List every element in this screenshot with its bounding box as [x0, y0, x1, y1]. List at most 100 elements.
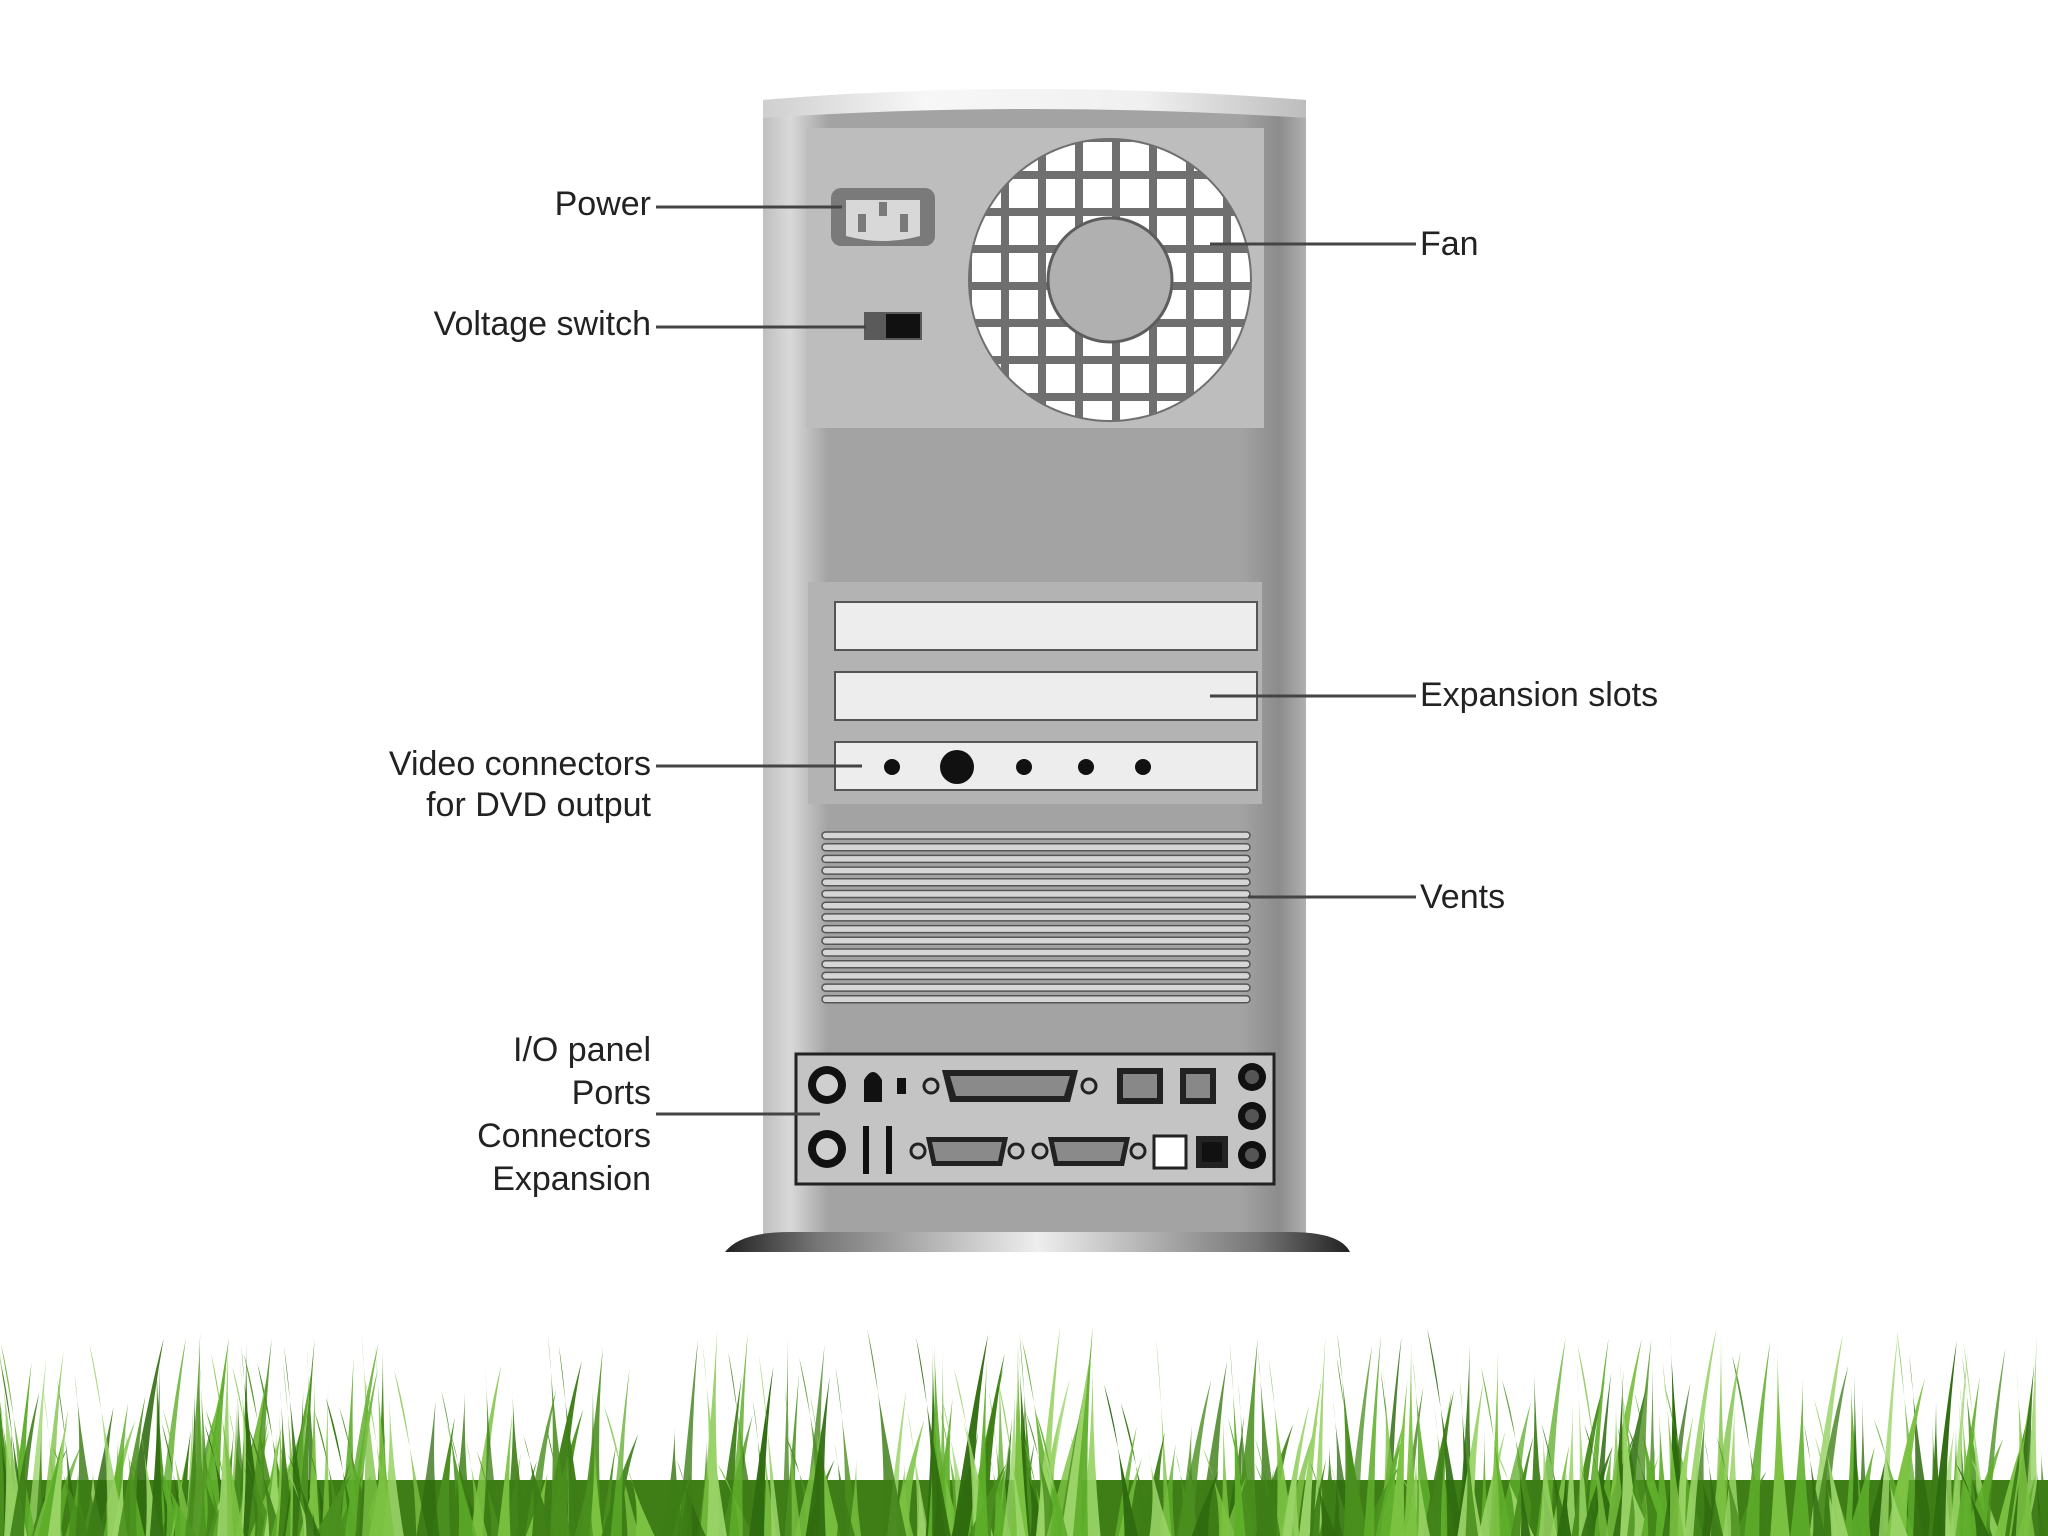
grass-blade [1803, 1424, 1826, 1536]
grass-blade [729, 1332, 748, 1536]
grass-blade [1770, 1343, 1790, 1536]
vent-slat [821, 901, 1251, 910]
fan-grille-cell [1194, 253, 1223, 282]
grass-blade [1814, 1399, 1849, 1536]
label-vents: Vents [1420, 878, 1506, 916]
grass-blade [1298, 1377, 1322, 1536]
grass-blade [1580, 1466, 1602, 1536]
grass-blade [784, 1388, 802, 1536]
grass-blade [310, 1453, 334, 1536]
grass-blade [157, 1337, 187, 1536]
grass-blade [1495, 1450, 1535, 1536]
grass-blade [26, 1358, 47, 1536]
label-voltage-switch: Voltage switch [433, 305, 651, 343]
grass-blade [0, 1353, 28, 1536]
grass-blade [545, 1423, 573, 1536]
grass-blade [1186, 1465, 1213, 1536]
vent-slat [821, 866, 1251, 875]
grass-blade [1716, 1436, 1745, 1536]
vent-slat [821, 854, 1251, 864]
grass-blade [1577, 1344, 1609, 1536]
fan-grille-cell [1120, 142, 1149, 171]
grass-blade [476, 1451, 502, 1536]
vent-slat [821, 924, 1251, 934]
grass-blade [1228, 1418, 1255, 1536]
grass-blade [523, 1435, 556, 1536]
label-power: Power [554, 185, 651, 223]
grass-blade [287, 1453, 321, 1536]
fan-grille-cell [1194, 216, 1223, 245]
grass-blade [558, 1345, 585, 1536]
grass-blade [1662, 1360, 1684, 1536]
grass-blade [1175, 1453, 1198, 1536]
grass-blade [1662, 1382, 1691, 1536]
grass-blade [314, 1410, 347, 1536]
grass-blade [344, 1343, 379, 1536]
grass-blade [1896, 1330, 1923, 1536]
grass-blade [1480, 1366, 1512, 1536]
grass-blade [1403, 1336, 1418, 1536]
grass-blade [10, 1391, 40, 1536]
grass-blade [952, 1334, 989, 1536]
grass-blade [1684, 1328, 1717, 1536]
fan-grille-cell [1083, 364, 1112, 393]
fan-grille-cell [1120, 179, 1149, 208]
grass-blade [0, 1359, 29, 1536]
grass-blade [157, 1464, 197, 1536]
fan-grille-icon [968, 138, 1252, 422]
grass-blade [470, 1365, 502, 1536]
grass-blade [1516, 1453, 1531, 1536]
grass-blade [953, 1368, 994, 1536]
video-connector-card [834, 741, 1258, 791]
grass-blade [915, 1336, 951, 1536]
grass-blade [1414, 1444, 1430, 1536]
grass-blade [1310, 1462, 1337, 1536]
grass-blade [1389, 1379, 1408, 1536]
fan-grille-cell [1009, 327, 1038, 356]
grass-blade [450, 1391, 474, 1536]
expansion-slot-1 [834, 601, 1258, 651]
grass-blade [1147, 1448, 1171, 1536]
vent-slat [821, 878, 1251, 887]
fan-grille-cell [1009, 253, 1038, 282]
grass-blade [1060, 1354, 1091, 1536]
grass-blade [702, 1343, 727, 1536]
grass-blade [834, 1443, 856, 1536]
label-io-line3: Connectors [477, 1117, 651, 1155]
grass-blade [1332, 1399, 1356, 1536]
vent-slat [821, 983, 1251, 992]
grass-blade [282, 1360, 302, 1536]
grass-blade [364, 1378, 395, 1536]
grass-blade [1538, 1424, 1558, 1536]
fan-grille-cell [1046, 364, 1075, 393]
grass-blade [1019, 1332, 1037, 1536]
vent-slat [821, 959, 1251, 969]
grass-blade [1197, 1361, 1228, 1536]
grass-blade [321, 1385, 331, 1536]
fan-grille-cell [1009, 216, 1038, 245]
grass-blade [717, 1463, 754, 1536]
label-io-panel: I/O panel Ports Connectors Expansion [477, 1029, 651, 1201]
grass-blade [243, 1353, 283, 1536]
label-expansion-slots: Expansion slots [1420, 676, 1659, 714]
label-video-connectors: Video connectors for DVD output [389, 744, 651, 826]
grass-blade [1541, 1423, 1571, 1536]
label-fan: Fan [1420, 225, 1479, 263]
grass-blade [728, 1351, 759, 1536]
grass-blade [1427, 1328, 1464, 1536]
grass-blade [159, 1451, 183, 1536]
grass-blade [1478, 1430, 1506, 1536]
grass-blade [1585, 1338, 1609, 1536]
grass-blade [1035, 1412, 1068, 1536]
grass-blade [1465, 1411, 1479, 1536]
grass-strip [0, 1326, 2048, 1536]
grass-blade [1045, 1464, 1074, 1536]
grass-blade [1202, 1447, 1236, 1536]
vents-icon [821, 831, 1251, 1004]
grass-blade [149, 1364, 164, 1536]
grass-blade [1309, 1459, 1327, 1536]
fan-grille-cell [1083, 142, 1112, 171]
grass-blade [1564, 1402, 1577, 1536]
label-video-connectors-line2: for DVD output [426, 786, 651, 824]
grass-blade [1234, 1337, 1258, 1536]
